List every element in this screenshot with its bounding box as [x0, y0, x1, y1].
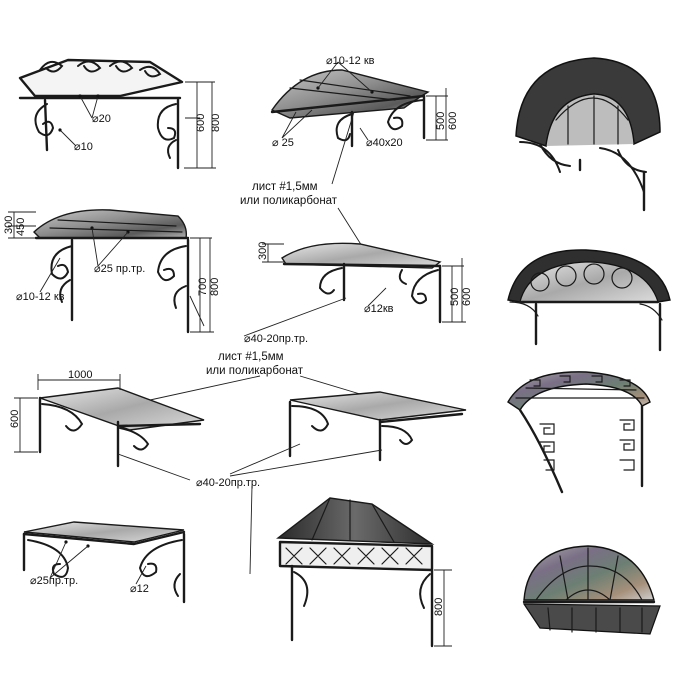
dim-800b: 800: [209, 278, 221, 296]
render-3-greek-key-arch: [507, 371, 651, 494]
label-d12kv: ⌀12кв: [364, 303, 394, 315]
label-d12: ⌀12: [130, 583, 149, 595]
canopy-2-arched: ⌀10-12 кв ⌀ 25 ⌀40х20 500 600: [270, 55, 459, 149]
note-sheet-mid: лист #1,5мм или поликарбонат: [149, 351, 381, 401]
label-d40-20-prtr-b: ⌀40-20пр.тр.: [196, 477, 260, 489]
dim-800: 800: [210, 114, 222, 132]
dim-500a: 500: [435, 112, 447, 130]
note-sheet-line1-top: лист #1,5мм: [252, 181, 318, 193]
label-d25: ⌀ 25: [272, 137, 294, 149]
dim-300b: 300: [257, 242, 269, 260]
note-pipe-a: ⌀40-20пр.тр.: [189, 295, 347, 345]
canopy-7-flat-double: ⌀25пр.тр. ⌀12: [22, 521, 186, 604]
dim-300a: 300: [3, 216, 15, 234]
note-sheet-line1-mid: лист #1,5мм: [218, 351, 284, 363]
canopy-3-wide-arched: 300 450 ⌀25 пр.тр. ⌀10-12 кв 700 800: [3, 209, 221, 334]
dim-1000: 1000: [68, 369, 92, 381]
note-sheet-top: лист #1,5мм или поликарбонат: [240, 111, 373, 263]
label-d20: ⌀20: [92, 113, 111, 125]
canopy-4-low-arched: 300 ⌀12кв 500 600: [257, 242, 473, 324]
render-4-half-dome: [522, 545, 661, 635]
canopy-6-flat-scroll: [288, 391, 467, 462]
label-d40x20: ⌀40х20: [366, 137, 403, 149]
dim-600c: 600: [461, 288, 473, 306]
label-d10-12kv-top: ⌀10-12 кв: [326, 55, 375, 67]
label-d25-prtr-a: ⌀25 пр.тр.: [94, 263, 145, 275]
dim-600d: 600: [9, 410, 21, 428]
label-d10-12kv-left: ⌀10-12 кв: [16, 291, 65, 303]
dim-800c: 800: [433, 598, 445, 616]
dim-600: 600: [195, 114, 207, 132]
canopy-5-flat-bracket: 1000 600: [9, 369, 205, 468]
canopy-1-hipped-scroll: 600 800 ⌀20 ⌀10: [18, 58, 222, 170]
note-sheet-line2-top: или поликарбонат: [240, 195, 338, 207]
label-d40-20-prtr-a: ⌀40-20пр.тр.: [244, 333, 308, 345]
label-d25-prtr-b: ⌀25пр.тр.: [30, 575, 78, 587]
dim-600b: 600: [447, 112, 459, 130]
render-1-barrel-arch: [515, 57, 661, 212]
canopy-8-gabled: 800: [276, 497, 452, 648]
note-pipe-b: ⌀40-20пр.тр.: [117, 443, 383, 575]
note-sheet-line2-mid: или поликарбонат: [206, 365, 304, 377]
render-2-arch-rings: [507, 249, 671, 352]
dim-500b: 500: [449, 288, 461, 306]
dim-700: 700: [197, 278, 209, 296]
label-d10: ⌀10: [74, 141, 93, 153]
dim-450: 450: [15, 218, 27, 236]
